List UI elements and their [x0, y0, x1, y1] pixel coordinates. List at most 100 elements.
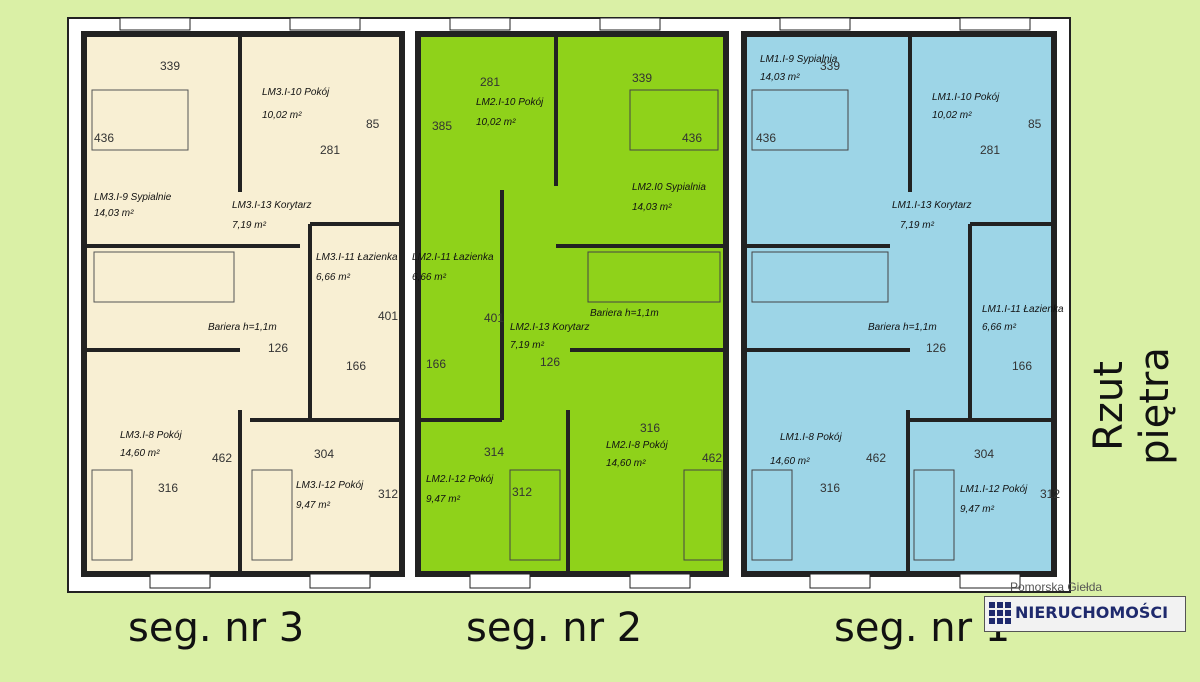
dimension-label: 281	[980, 143, 1000, 157]
window	[629, 573, 691, 589]
stairs	[751, 251, 889, 303]
room-label: LM3.I-10 Pokój	[262, 87, 330, 98]
room-label: LM3.I-9 Sypialnie	[94, 192, 172, 203]
dimension-label: 166	[426, 357, 446, 371]
room-label: LM3.I-11 Łazienka	[316, 252, 398, 263]
dimension-label: 126	[926, 341, 946, 355]
room-label: LM2.I0 Sypialnia	[632, 182, 706, 193]
room-label: LM1.I-8 Pokój	[780, 432, 842, 443]
room-label: LM2.I-12 Pokój	[426, 474, 494, 485]
dimension-label: 126	[540, 355, 560, 369]
bed	[751, 89, 849, 151]
room-label: 14,60 m²	[120, 448, 160, 459]
room-label: 7,19 m²	[232, 220, 267, 231]
room-label: 10,02 m²	[932, 110, 972, 121]
room-labels: LM3.I-10 Pokój 10,02 m² LM3.I-9 Sypialnie 1…	[94, 54, 1064, 515]
room-label: Bariera h=1,1m	[208, 322, 277, 333]
window	[469, 573, 531, 589]
dimension-label: 304	[314, 447, 334, 461]
room-label: LM1.I-10 Pokój	[932, 92, 1000, 103]
room-label: LM2.I-11 Łazienka	[412, 252, 494, 263]
room-label: 14,60 m²	[770, 456, 810, 467]
segment-3-fill	[81, 31, 405, 577]
logo-top-text: Pomorska Giełda	[1010, 580, 1103, 594]
dimension-label: 314	[484, 445, 504, 459]
room-label: LM3.I-8 Pokój	[120, 430, 182, 441]
room-label: 6,66 m²	[316, 272, 351, 283]
segment-1	[741, 31, 1057, 577]
dimension-label: 304	[974, 447, 994, 461]
room-label: 10,02 m²	[476, 117, 516, 128]
dimension-label: 126	[268, 341, 288, 355]
room-label: 9,47 m²	[960, 504, 995, 515]
dimension-label: 312	[1040, 487, 1060, 501]
room-label: 14,03 m²	[760, 72, 800, 83]
dimension-label: 166	[1012, 359, 1032, 373]
dimension-label: 316	[640, 421, 660, 435]
dimension-label: 281	[480, 75, 500, 89]
room-label: LM3.I-13 Korytarz	[232, 200, 311, 211]
segment-1-label: seg. nr 1	[834, 605, 1011, 651]
dimension-label: 462	[866, 451, 886, 465]
dimension-label: 436	[682, 131, 702, 145]
logo-name: NIERUCHOMOŚCI	[1015, 603, 1169, 622]
segment-2-fill	[415, 31, 729, 577]
room-label: Bariera h=1,1m	[868, 322, 937, 333]
room-label: 6,66 m²	[412, 272, 447, 283]
window	[119, 17, 191, 31]
window	[289, 17, 361, 31]
dimension-label: 85	[1028, 117, 1042, 131]
logo-grid-icon	[989, 602, 1011, 624]
stairs	[587, 251, 721, 303]
dimension-label: 339	[632, 71, 652, 85]
window	[599, 17, 661, 31]
logo-box: NIERUCHOMOŚCI	[984, 596, 1186, 632]
dimension-label: 312	[512, 485, 532, 499]
bed	[91, 89, 189, 151]
window	[779, 17, 851, 31]
dimension-label: 385	[432, 119, 452, 133]
dimension-label: 436	[756, 131, 776, 145]
stairs	[93, 251, 235, 303]
window	[149, 573, 211, 589]
room-label: LM1.I-12 Pokój	[960, 484, 1028, 495]
room-label: LM2.I-10 Pokój	[476, 97, 544, 108]
dimension-label: 316	[158, 481, 178, 495]
agency-logo: Pomorska Giełda NIERUCHOMOŚCI	[980, 580, 1188, 636]
bed	[751, 469, 793, 561]
bed	[629, 89, 719, 151]
bed	[509, 469, 561, 561]
window	[809, 573, 871, 589]
room-label: 9,47 m²	[296, 500, 331, 511]
room-label: 6,66 m²	[982, 322, 1017, 333]
bed	[91, 469, 133, 561]
bed	[913, 469, 955, 561]
window	[959, 17, 1031, 31]
floor-plan-title: Rzut piętra	[1086, 347, 1178, 465]
dimension-label: 339	[820, 59, 840, 73]
segment-1-fill	[741, 31, 1057, 577]
dimension-label: 166	[346, 359, 366, 373]
windows	[119, 17, 1031, 589]
room-label: 7,19 m²	[900, 220, 935, 231]
room-label: Bariera h=1,1m	[590, 308, 659, 319]
segment-2-label: seg. nr 2	[466, 605, 643, 651]
bed	[683, 469, 723, 561]
dimension-label: 281	[320, 143, 340, 157]
dimension-label: 436	[94, 131, 114, 145]
room-label: 10,02 m²	[262, 110, 302, 121]
room-label: 7,19 m²	[510, 340, 545, 351]
window	[449, 17, 511, 31]
dimension-label: 462	[212, 451, 232, 465]
dimension-label: 462	[702, 451, 722, 465]
window	[309, 573, 371, 589]
room-label: 9,47 m²	[426, 494, 461, 505]
dimension-label: 401	[378, 309, 398, 323]
dimension-label: 401	[484, 311, 504, 325]
room-label: 14,60 m²	[606, 458, 646, 469]
segment-3-label: seg. nr 3	[128, 605, 305, 651]
room-label: 14,03 m²	[632, 202, 672, 213]
dimension-label: 312	[378, 487, 398, 501]
window	[959, 573, 1021, 589]
